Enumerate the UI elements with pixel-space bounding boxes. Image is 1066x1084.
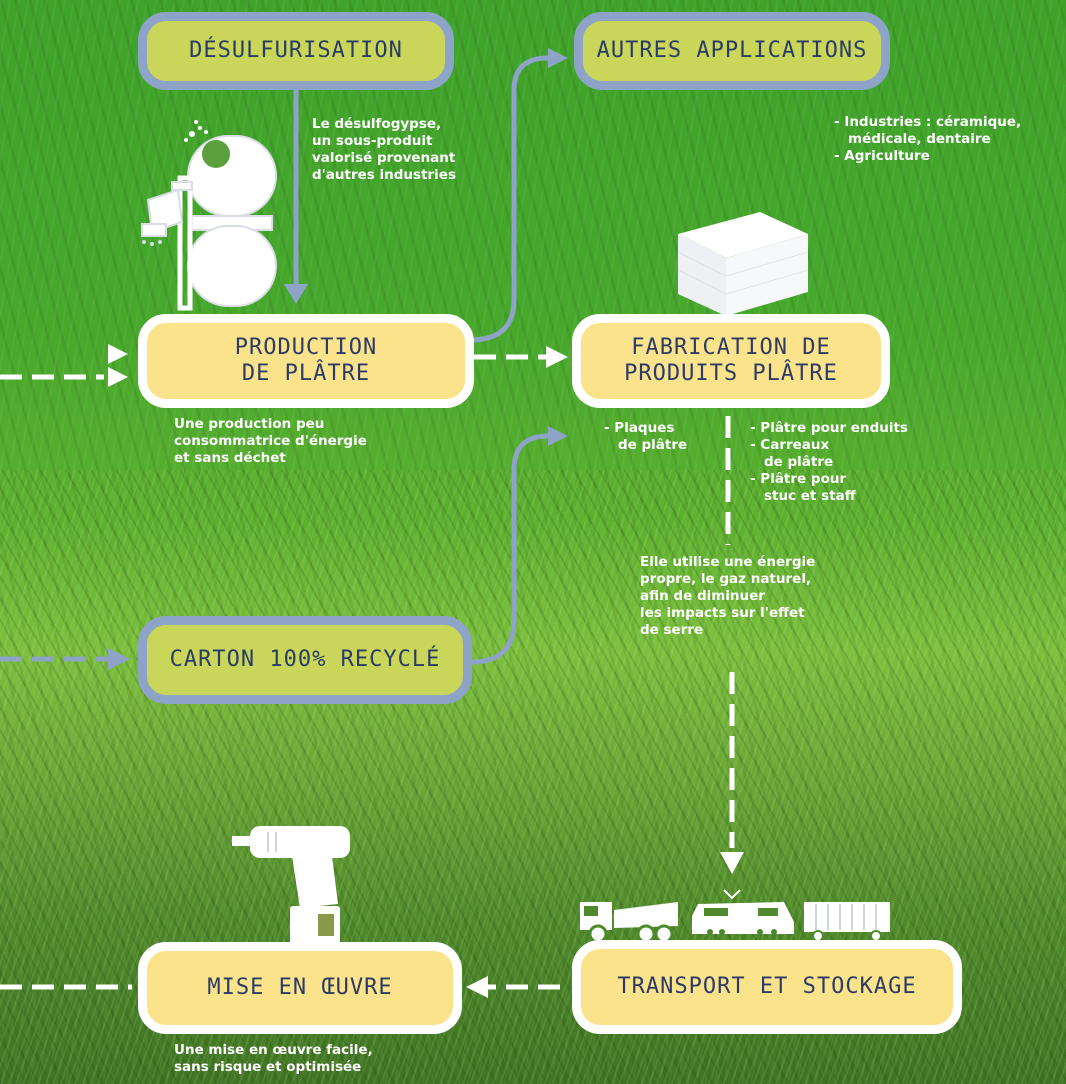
desulfo-note: Le désulfogypse, un sous-produit valoris… xyxy=(312,116,456,184)
autres-apps-note-line: médicale, dentaire xyxy=(848,131,991,147)
production-to-autres-arrowhead xyxy=(548,48,568,68)
autres-apps-note: - Industries : céramique, médicale, dent… xyxy=(834,114,1021,165)
production-to-fabrication-arrowhead xyxy=(546,346,568,368)
carton-to-fabrication-line xyxy=(471,433,549,665)
plaques-note-line: - Plaques xyxy=(604,420,675,436)
mise-note-line: Une mise en œuvre facile, xyxy=(174,1042,373,1058)
locomotive-icon xyxy=(692,889,794,935)
carton-box: CARTON 100% RECYCLÉ xyxy=(138,616,472,704)
incoming-carton-arrowhead xyxy=(108,648,130,670)
production-note-line: Une production peu xyxy=(174,416,325,432)
platre-list-line: - Plâtre pour enduits xyxy=(750,420,908,436)
dump-truck-icon xyxy=(580,902,678,944)
autres-applications-box: AUTRES APPLICATIONS xyxy=(574,12,890,90)
carton-to-fabrication-arrowhead xyxy=(548,426,568,446)
incoming-production-triangle-2 xyxy=(108,367,128,387)
desulfo-note-line: Le désulfogypse, xyxy=(312,116,442,132)
production-note: Une production peu consommatrice d'énerg… xyxy=(174,416,367,467)
platre-list-line: stuc et staff xyxy=(764,488,856,504)
energie-note-line: de serre xyxy=(640,622,704,638)
production-box: PRODUCTION DE PLÂTRE xyxy=(138,314,474,408)
plaques-note: - Plaques de plâtre xyxy=(604,420,687,454)
fabrication-label-line2: PRODUITS PLÂTRE xyxy=(624,361,838,386)
desulfo-note-line: valorisé provenant xyxy=(312,150,456,166)
desulfurisation-label: DÉSULFURISATION xyxy=(189,38,403,63)
production-note-line: et sans déchet xyxy=(174,450,286,466)
freight-wagon-icon xyxy=(804,902,890,942)
incoming-production-triangle-1 xyxy=(108,344,128,364)
autres-apps-note-line: - Agriculture xyxy=(834,148,930,164)
transport-label: TRANSPORT ET STOCKAGE xyxy=(617,974,917,999)
fabrication-box: FABRICATION DE PRODUITS PLÂTRE xyxy=(572,314,890,408)
carton-label: CARTON 100% RECYCLÉ xyxy=(169,647,441,672)
desulfo-to-production-arrowhead xyxy=(284,284,308,304)
platre-list-line: de plâtre xyxy=(764,454,834,470)
mise-en-oeuvre-box: MISE EN ŒUVRE xyxy=(138,942,462,1034)
fabrication-to-transport-arrowhead xyxy=(720,852,744,874)
autres-apps-note-line: - Industries : céramique, xyxy=(834,114,1022,130)
desulfo-note-line: un sous-produit xyxy=(312,133,433,149)
production-to-autres-line xyxy=(469,55,549,343)
plaques-note-line: de plâtre xyxy=(618,437,688,453)
desulfurisation-plant-icon xyxy=(141,120,277,311)
autres-applications-label: AUTRES APPLICATIONS xyxy=(596,38,868,63)
energie-note-line: afin de diminuer xyxy=(640,588,765,604)
platre-list-line: - Carreaux xyxy=(750,437,830,453)
platre-list-line: - Plâtre pour xyxy=(750,471,847,487)
energie-note-line: les impacts sur l'effet xyxy=(640,605,805,621)
transport-box: TRANSPORT ET STOCKAGE xyxy=(572,940,962,1034)
energie-note-line: Elle utilise une énergie xyxy=(640,554,816,570)
fabrication-label-line1: FABRICATION DE xyxy=(631,335,831,360)
energie-note-line: propre, le gaz naturel, xyxy=(640,571,812,587)
desulfo-note-line: d'autres industries xyxy=(312,167,456,183)
drill-icon xyxy=(232,826,350,946)
mise-note-line: sans risque et optimisée xyxy=(174,1059,362,1075)
mise-en-oeuvre-note: Une mise en œuvre facile, sans risque et… xyxy=(174,1042,373,1076)
desulfurisation-box: DÉSULFURISATION xyxy=(138,12,454,90)
production-note-line: consommatrice d'énergie xyxy=(174,433,367,449)
production-label-line2: DE PLÂTRE xyxy=(241,361,371,386)
transport-to-mise-arrowhead xyxy=(466,976,488,998)
platre-list-note: - Plâtre pour enduits - Carreaux de plât… xyxy=(750,420,908,505)
production-label-line1: PRODUCTION xyxy=(234,335,378,360)
energie-note: Elle utilise une énergie propre, le gaz … xyxy=(640,554,815,639)
mise-en-oeuvre-label: MISE EN ŒUVRE xyxy=(207,975,393,1000)
plaster-stack-icon xyxy=(677,212,809,316)
